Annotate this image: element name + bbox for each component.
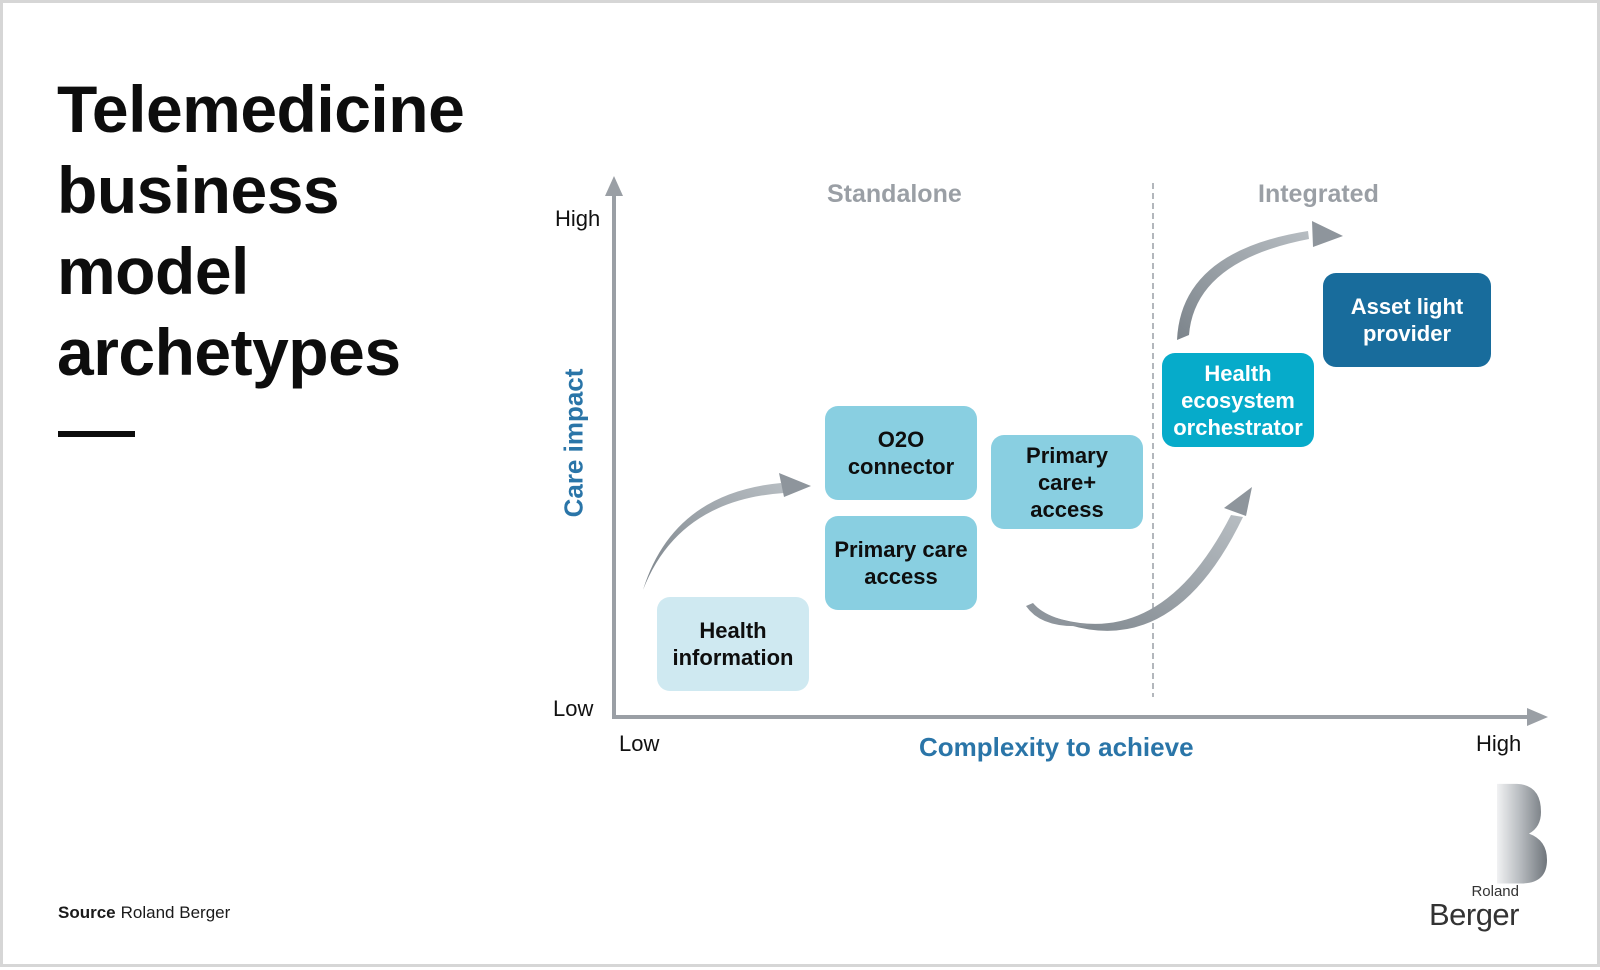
y-axis-low-label: Low xyxy=(553,696,594,721)
logo-word-berger: Berger xyxy=(1428,897,1520,932)
arrow-primary-care-plus-to-orchestrator-head xyxy=(1224,487,1252,516)
x-axis-title: Complexity to achieve xyxy=(919,732,1194,762)
y-axis-high-label: High xyxy=(555,206,601,231)
x-axis-high-label: High xyxy=(1476,731,1522,756)
box-primary-care-access: Primary care access xyxy=(825,516,977,610)
box-primary-care-plus-access: Primary care+ access xyxy=(991,435,1143,529)
x-axis-arrowhead xyxy=(1527,708,1548,726)
slide-title: Telemedicine business model archetypes xyxy=(57,72,465,389)
source-text: Roland Berger xyxy=(120,903,231,922)
x-axis-low-label: Low xyxy=(619,731,660,756)
archetype-diagram xyxy=(605,176,1548,884)
y-axis-arrowhead xyxy=(605,176,623,196)
arrow-orchestrator-to-asset-light xyxy=(1177,231,1309,340)
box-o2o-connector: O2O connector xyxy=(825,406,977,500)
zone-standalone-label: Standalone xyxy=(827,180,962,208)
zone-integrated-label: Integrated xyxy=(1258,180,1379,208)
arrow-health-info-to-o2o-head xyxy=(779,473,811,497)
arrow-orchestrator-to-asset-light-head xyxy=(1312,221,1343,247)
roland-berger-logo-mark xyxy=(1497,783,1547,884)
box-health-ecosystem-orchestrator: Health ecosystem orchestrator xyxy=(1162,353,1314,447)
arrow-primary-care-plus-to-orchestrator xyxy=(1026,515,1243,631)
roland-berger-logo: Roland Berger xyxy=(1399,869,1549,945)
arrow-tail-hook xyxy=(1026,603,1093,627)
y-axis-title: Care impact xyxy=(558,368,589,518)
title-underline xyxy=(58,431,135,437)
box-health-information: Health information xyxy=(657,597,809,691)
logo-word-roland: Roland xyxy=(1471,883,1519,900)
source-label: Source xyxy=(58,903,116,922)
arrow-health-info-to-o2o xyxy=(643,483,784,590)
box-asset-light-provider: Asset light provider xyxy=(1323,273,1491,367)
